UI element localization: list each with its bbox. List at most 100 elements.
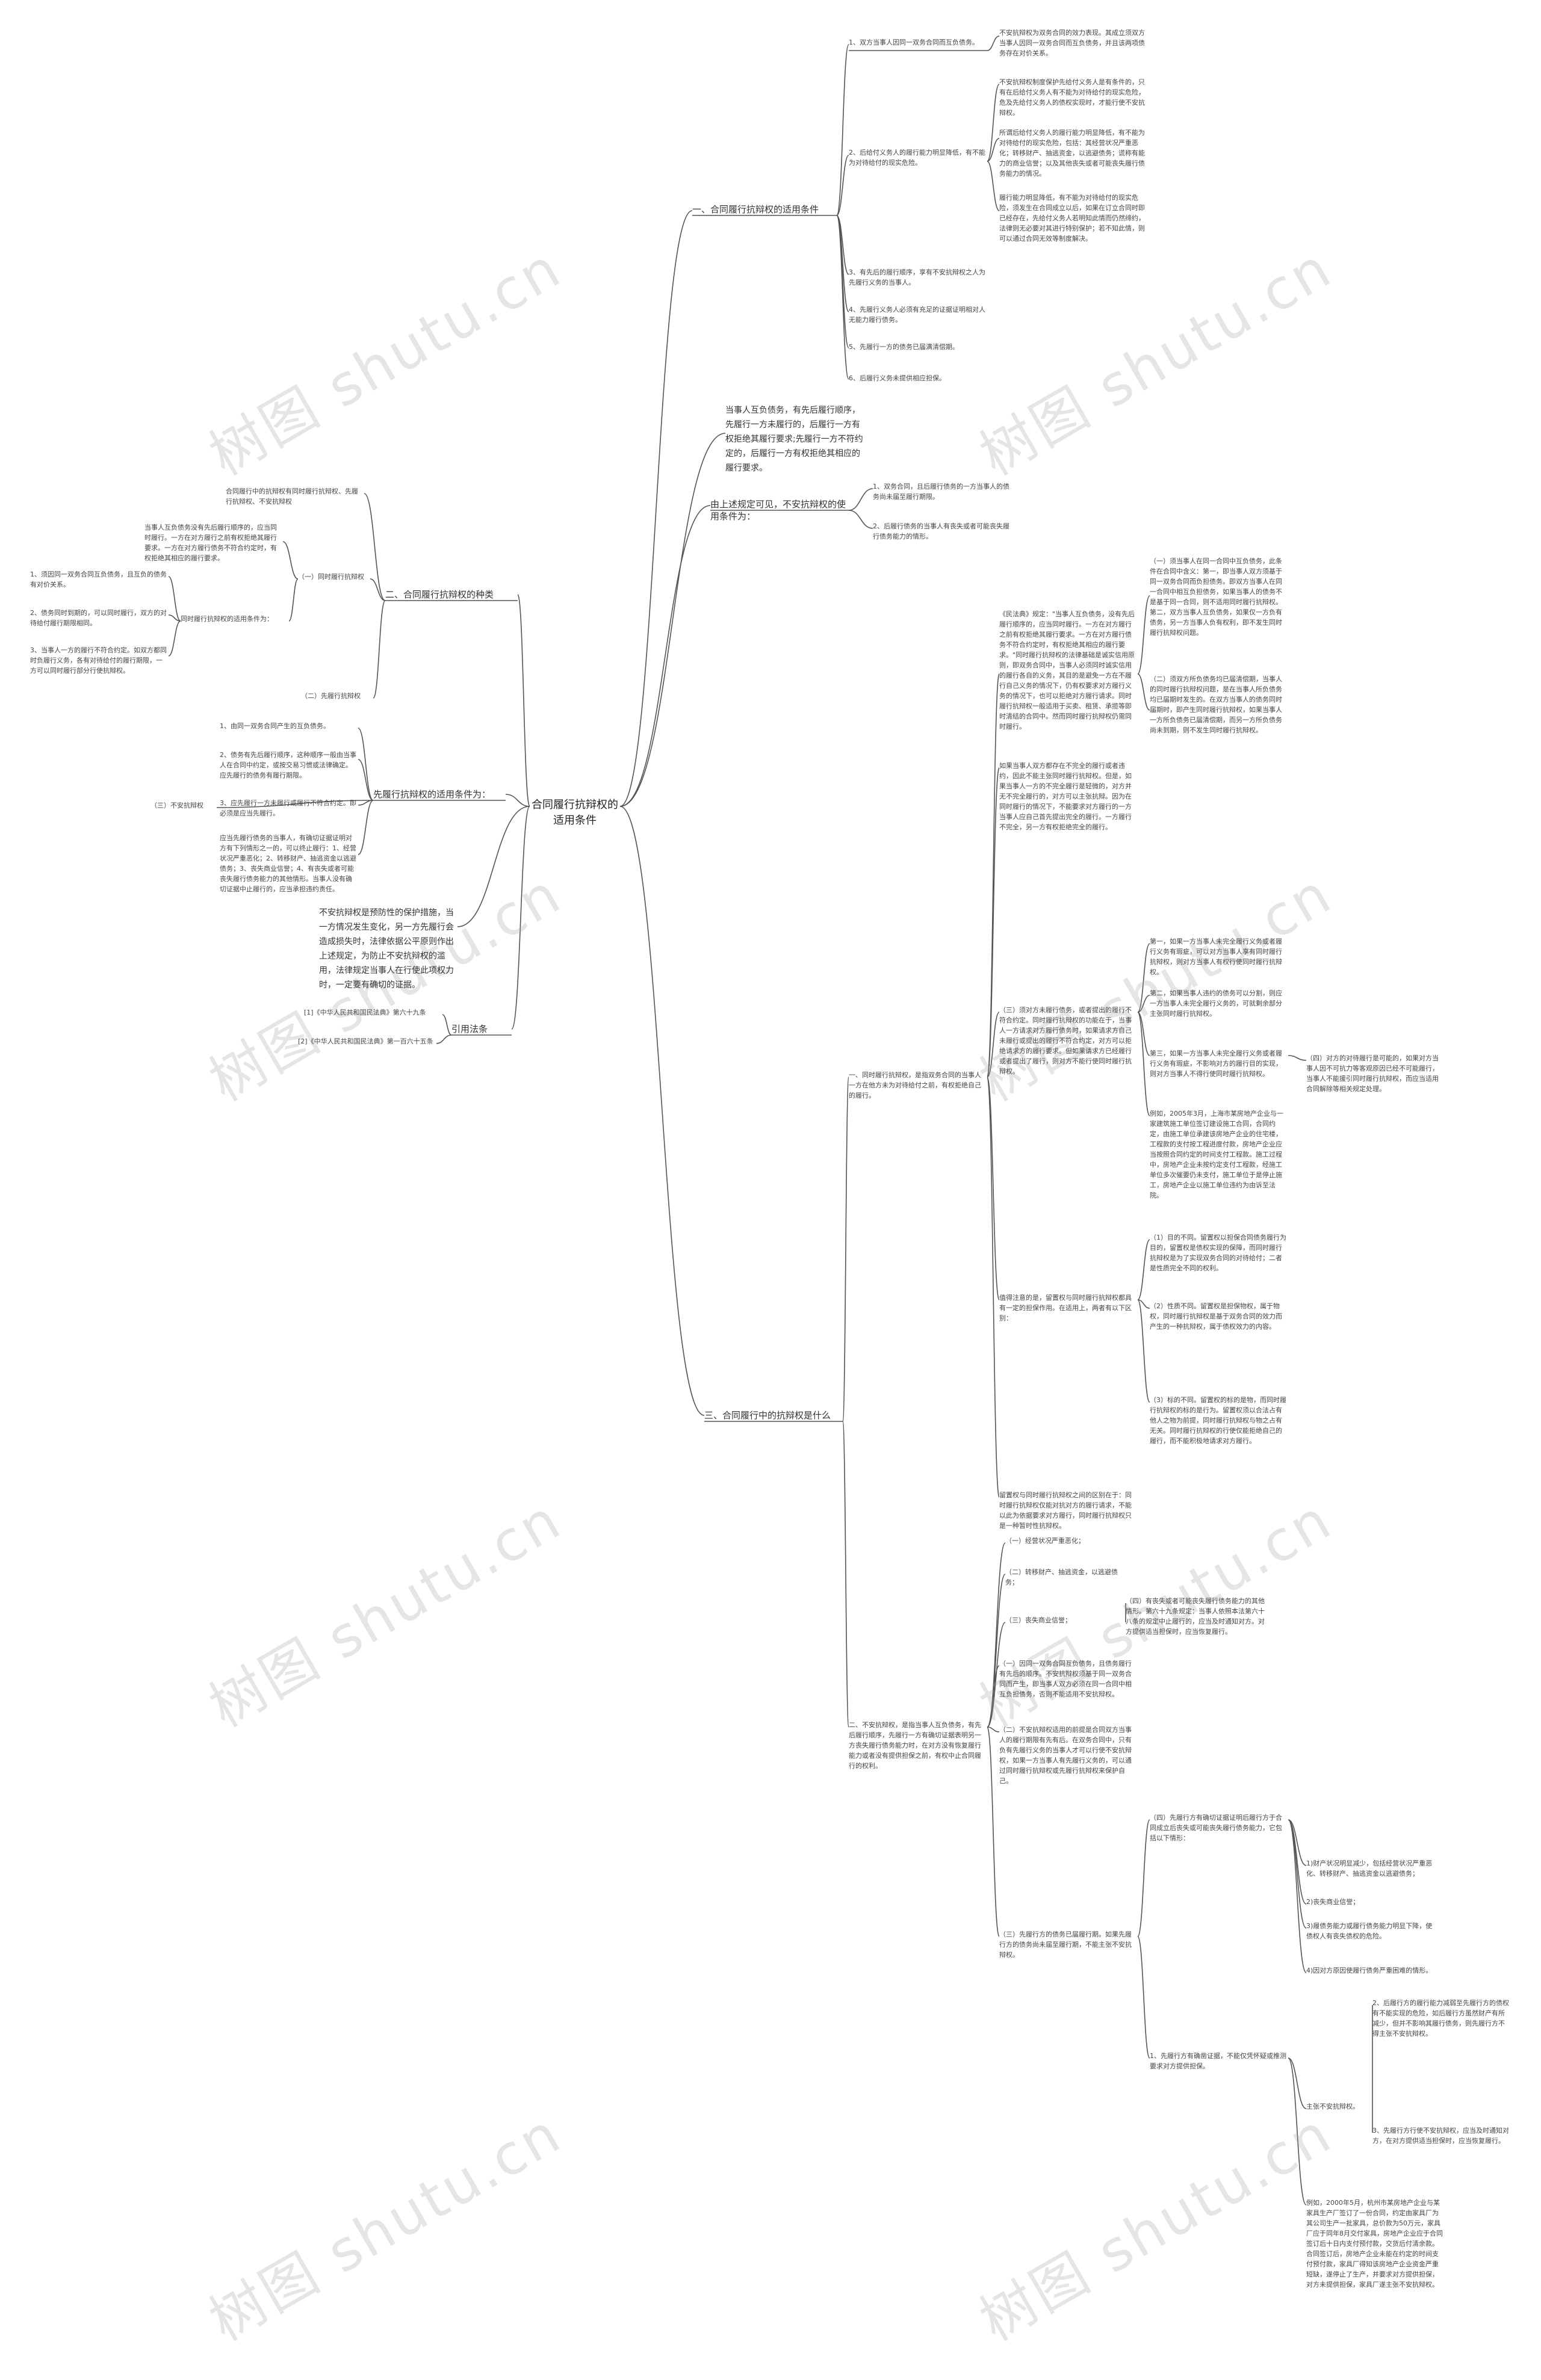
- leaf-prior-cond-2[interactable]: 2、债务有先后履行顺序，这种顺序一般由当事人在合同中约定，或按交易习惯或法律确定…: [220, 751, 356, 779]
- leaf-prior-performance[interactable]: （二）先履行抗辩权: [301, 692, 361, 700]
- connector: [987, 673, 1000, 1078]
- leaf-simultaneous-desc[interactable]: 当事人互负债务没有先后履行顺序的，应当同时履行。一方在对方履行之前有权拒绝其履行…: [144, 524, 277, 562]
- leaf-condition-b[interactable]: 3、先履行方行使不安抗辩权，应当及时通知对方，在对方提供适当担保时，应当恢复履行…: [1372, 2127, 1509, 2145]
- leaf-point-1[interactable]: 第一，如果一方当事人未完全履行义务或者履行义务有瑕疵，可以对方当事人享有同时履行…: [1150, 938, 1282, 976]
- leaf-point-3-note[interactable]: （四）对方的对待履行是可能的，如果对方当事人因不可抗力等客观原因已经不可能履行，…: [1306, 1054, 1439, 1093]
- leaf-simultaneous-cond-label[interactable]: 同时履行抗辩权的适用条件为：: [181, 615, 273, 623]
- leaf-claim-unease[interactable]: 主张不安抗辩权。: [1306, 2103, 1359, 2110]
- leaf-condition-1-detail[interactable]: 不安抗辩权为双务合同的效力表现。其成立须双方当事人因同一双务合同而互负债务，并且…: [999, 29, 1145, 57]
- connector: [1137, 1299, 1150, 1309]
- connector: [1137, 1299, 1150, 1403]
- leaf-list-1[interactable]: （一）经营状况严重恶化；: [1005, 1537, 1085, 1545]
- connector: [168, 614, 181, 622]
- connector: [1288, 2057, 1307, 2109]
- leaf-condition-1[interactable]: 1、双方当事人因同一双务合同而互负债务。: [849, 39, 979, 46]
- leaf-condition-a[interactable]: 2、后履行方的履行能力减弱至先履行方的债权有不能实现的危险，如后履行方虽然财产有…: [1372, 1999, 1509, 2038]
- connector: [987, 1542, 1006, 1728]
- leaf-rule-detail-2[interactable]: （二）须双方所负债务均已届清偿期，当事人的同时履行抗辩权问题，是在当事人所负债务…: [1150, 675, 1282, 734]
- branch-usage-conditions[interactable]: 由上述规定可见，不安抗辩权的使用条件为：: [710, 499, 846, 522]
- leaf-prior-cond-3[interactable]: 3、应先履行一方未履行或履行不符合约定。即必须是应当先履行。: [220, 799, 356, 817]
- leaf-list-3[interactable]: （三）丧失商业信誉；: [1005, 1616, 1071, 1624]
- connector: [836, 215, 849, 380]
- connector: [442, 1014, 452, 1036]
- connector: [358, 728, 374, 801]
- leaf-evidence-label[interactable]: 1、先履行方有确凿证据，不能仅凭怀疑或推测要求对方提供担保。: [1150, 2052, 1286, 2070]
- connector: [1137, 943, 1150, 1013]
- leaf-evidence-3[interactable]: 3)履债务能力或履行债务能力明显下降，使债权人有丧失债权的危险。: [1306, 1922, 1433, 1940]
- branch-types[interactable]: 二、合同履行抗辩权的种类: [385, 589, 494, 600]
- leaf-lien-intro[interactable]: 值得注意的是，留置权与同时履行抗辩权都具有一定的担保作用。在适用上，两者有以下区…: [999, 1294, 1132, 1322]
- branch-unease-paragraph[interactable]: 不安抗辩权是预防性的保护措施，当一方情况发生变化，另一方先履行会造成损失时，法律…: [319, 908, 454, 990]
- connector: [1137, 1819, 1150, 1937]
- central-topic[interactable]: 合同履行抗辩权的适用条件: [532, 799, 618, 827]
- leaf-unease-p2[interactable]: （二）不安抗辩权适用的前提是合同双方当事人的履行期限有先有后。在双务合同中，只有…: [999, 1726, 1132, 1785]
- connector: [373, 600, 386, 699]
- leaf-prior-cond-4[interactable]: 应当先履行债务的当事人，有确切证据证明对方有下列情形之一的，可以终止履行：1、经…: [220, 834, 356, 893]
- leaf-simultaneous-cond-1[interactable]: 1、须因同一双务合同互负债务，且互负的债务有对价关系。: [30, 570, 167, 589]
- connector: [1137, 995, 1150, 1013]
- leaf-simultaneous[interactable]: （一）同时履行抗辩权: [298, 573, 364, 581]
- leaf-rule-detail-1[interactable]: （一）须当事人在同一合同中互负债务，此条件在合同中含义：第一，即当事人双方须基于…: [1150, 557, 1282, 637]
- leaf-reference-1[interactable]: [1]《中华人民共和国民法典》第六十九条: [304, 1009, 426, 1016]
- connector: [282, 541, 299, 580]
- leaf-point-2[interactable]: 第二，如果当事人违约的债务可以分割，则应一方当事人未完全履行义务的，可就剩余部分…: [1150, 989, 1282, 1018]
- leaf-types-intro[interactable]: 合同履行中的抗辩权有同时履行抗辩权、先履行抗辩权、不安抗辩权: [226, 487, 358, 505]
- connector: [1137, 1936, 1150, 2059]
- leaf-prior-cond-1[interactable]: 1、由同一双务合同产生的互负债务。: [220, 722, 330, 730]
- leaf-counter-performance[interactable]: （三）须对方未履行债务，或者提出的履行不符合约定。同时履行抗辩权的功能在于，当事…: [999, 1006, 1132, 1075]
- leaf-unease-defense[interactable]: （三）不安抗辩权: [150, 802, 203, 809]
- branch-defense-rights[interactable]: 三、合同履行中的抗辩权是什么: [704, 1410, 831, 1421]
- connector: [288, 578, 299, 622]
- leaf-case-example[interactable]: 例如，2005年3月，上海市某房地产企业与一家建筑施工单位签订建设施工合同，合同…: [1150, 1110, 1283, 1199]
- leaf-civil-code-rule[interactable]: 《民法典》规定："当事人互负债务，没有先后履行顺序的，应当同时履行。一方在对方履…: [999, 610, 1135, 731]
- leaf-simultaneous-cond-2[interactable]: 2、债务同时到期的，可以同时履行，双方的对待给付履行期限相同。: [30, 609, 167, 627]
- branch-prior-conditions[interactable]: 先履行抗辩权的适用条件为：: [373, 789, 491, 800]
- connector: [1137, 1012, 1150, 1056]
- leaf-unease-case[interactable]: 例如，2000年5月，杭州市某房地产企业与某家具生产厂签订了一份合同，约定由家具…: [1306, 2199, 1443, 2289]
- leaf-lien-diff-3[interactable]: （3）标的不同。留置权的标的是物，而同时履行抗辩权的标的是行为。留置权须以合法占…: [1150, 1396, 1286, 1445]
- leaf-list-3-note[interactable]: （四）有丧失或者可能丧失履行债务能力的其他情形。第六十九条规定：当事人依照本法第…: [1126, 1597, 1265, 1636]
- leaf-unease-p1[interactable]: （一）因同一双务合同互负债务，且债务履行有先后的顺序。不安抗辩权须基于同一双务合…: [999, 1660, 1132, 1698]
- leaf-condition-2[interactable]: 2、后给付义务人的履行能力明显降低，有不能为对待给付的现实危险。: [849, 149, 985, 167]
- leaf-simultaneous-definition[interactable]: 一、同时履行抗辩权，是指双务合同的当事人一方在他方未为对待给付之前，有权拒绝自己…: [849, 1071, 981, 1099]
- connector: [1288, 2057, 1307, 2205]
- leaf-condition-5[interactable]: 5、先履行一方的债务已届满清偿期。: [849, 343, 959, 351]
- connector: [1288, 1819, 1307, 1866]
- leaf-condition-6[interactable]: 6、后履行义务未提供相应担保。: [849, 374, 946, 382]
- leaf-partial-performance[interactable]: 如果当事人双方都存在不完全的履行或者违约，因此不能主张同时履行抗辩权。但是，如果…: [999, 762, 1132, 831]
- branch-applicable-conditions[interactable]: 一、合同履行抗辩权的适用条件: [692, 204, 819, 215]
- leaf-lien-diff-1[interactable]: （1）目的不同。留置权以担保合同债务履行为目的，留置权是债权实现的保障，而同时履…: [1150, 1234, 1286, 1272]
- connector: [842, 1077, 849, 1422]
- leaf-condition-2-d3[interactable]: 履行能力明显降低，有不能为对待给付的现实危险，须发生在合同成立以后，如果在订立合…: [999, 194, 1145, 243]
- connector: [1137, 595, 1150, 675]
- branch-paragraph-rule[interactable]: 当事人互负债务，有先后履行顺序，先履行一方未履行的，后履行一方有权拒绝其履行要求…: [725, 406, 863, 473]
- connector-branch-3: [619, 505, 711, 807]
- leaf-evidence-2[interactable]: 2)丧失商业信誉；: [1306, 1898, 1360, 1906]
- connector-branch-4: [619, 806, 705, 1416]
- connector: [1137, 673, 1150, 711]
- connector: [436, 1034, 452, 1044]
- leaf-evidence-1[interactable]: 1)财产状况明显减少，包括经营状况严重恶化、转移财产、抽逃资金以逃避债务；: [1306, 1859, 1433, 1878]
- leaf-list-2[interactable]: （二）转移财产、抽逃资金，以逃避债务；: [1005, 1568, 1118, 1586]
- connector: [836, 44, 849, 216]
- connector: [987, 161, 1000, 211]
- leaf-usage-1[interactable]: 1、双务合同，且后履行债务的一方当事人的债务尚未届至履行期限。: [873, 483, 1009, 501]
- leaf-reference-2[interactable]: [2]《中华人民共和国民法典》第一百六十五条: [298, 1037, 433, 1045]
- leaf-unease-p3-intro[interactable]: （四）先履行方有确切证据证明后履行方于合同成立后丧失或可能丧失履行债务能力，它包…: [1150, 1814, 1282, 1842]
- leaf-condition-2-d2[interactable]: 所谓后给付义务人的履行能力明显降低，有不能为对待给付的现实危险，包括：其经营状况…: [999, 129, 1145, 178]
- leaf-point-3[interactable]: 第三，如果一方当事人未完全履行义务或者履行义务有瑕疵，不影响对方的履行目的实现，…: [1150, 1049, 1282, 1078]
- leaf-unease-definition[interactable]: 二、不安抗辩权，是指当事人互负债务，有先后履行顺序，先履行一方有确切证据表明另一…: [849, 1721, 981, 1770]
- leaf-lien-diff-2[interactable]: （2）性质不同。留置权是担保物权，属于物权，同时履行抗辩权是基于双务合同的效力而…: [1150, 1302, 1282, 1331]
- leaf-condition-3[interactable]: 3、有先后的履行顺序，享有不安抗辩权之人为先履行义务的当事人。: [849, 268, 985, 286]
- leaf-condition-4[interactable]: 4、先履行义务人必须有充足的证据证明相对人无能力履行债务。: [849, 306, 985, 324]
- connector: [987, 84, 1000, 162]
- leaf-simultaneous-cond-3[interactable]: 3、当事人一方的履行不符合约定。如双方都同时负履行义务，各有对待给付的履行期限，…: [30, 646, 167, 675]
- connector: [836, 155, 849, 216]
- leaf-usage-2[interactable]: 2、后履行债务的当事人有丧失或者可能丧失履行债务能力的情形。: [873, 522, 1009, 540]
- leaf-evidence-4[interactable]: 4)因对方原因使履行债务严重困难的情形。: [1306, 1967, 1433, 1974]
- leaf-lien-tail[interactable]: 留置权与同时履行抗辩权之间的区别在于：同时履行抗辩权仅能对抗对方的履行请求，不能…: [999, 1491, 1132, 1530]
- branch-references[interactable]: 引用法条: [451, 1024, 488, 1034]
- leaf-condition-2-d1[interactable]: 不安抗辩权制度保护先给付义务人是有条件的，只有在后给付义务人有不能为对待给付的现…: [999, 78, 1145, 117]
- leaf-unease-p3[interactable]: （三）先履行方的债务已届履行期。如果先履行方的债务尚未届至履行期，不能主张不安抗…: [999, 1930, 1132, 1959]
